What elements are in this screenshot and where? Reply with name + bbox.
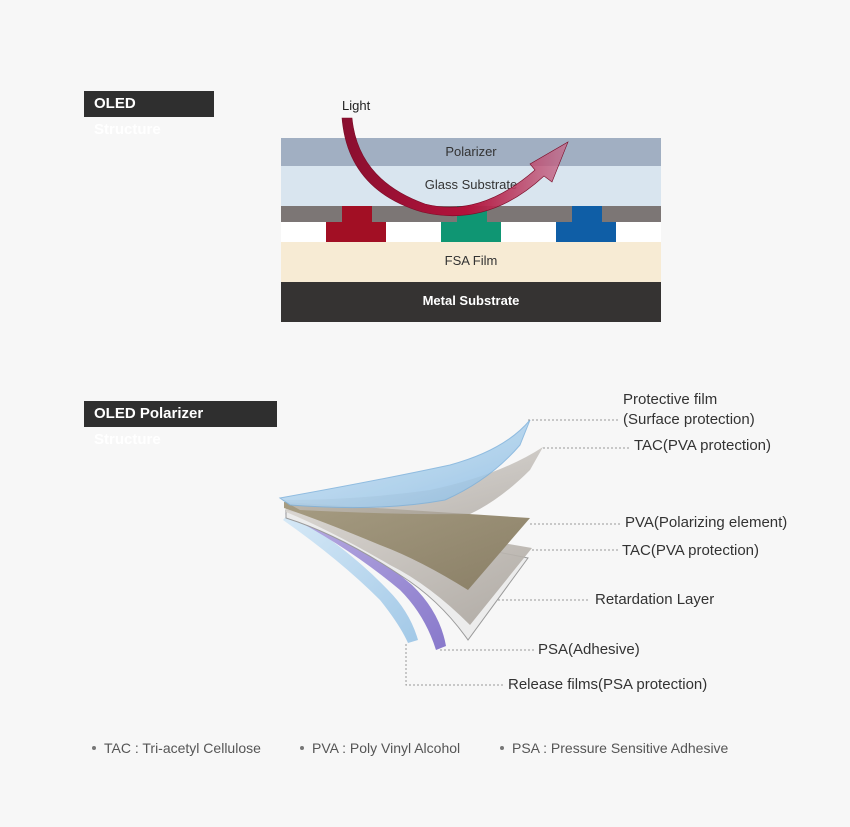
section-title-oled-polarizer-structure: OLED Polarizer Structure — [84, 401, 277, 448]
section-title-oled-structure: OLED Structure — [84, 91, 214, 138]
layer-fsa-film: FSA Film — [281, 242, 661, 282]
callout-tac-top: TAC(PVA protection) — [634, 437, 771, 454]
callout-pva: PVA(Polarizing element) — [625, 514, 788, 531]
callout-protective-film-line1: Protective film — [623, 391, 718, 408]
footnote-text: PSA : Pressure Sensitive Adhesive — [512, 740, 729, 756]
pixel-green — [441, 222, 501, 242]
layer-release-film — [283, 512, 418, 643]
footnote-text: TAC : Tri-acetyl Cellulose — [104, 740, 261, 756]
polarizer-structure-diagram — [278, 419, 630, 686]
footnote-tac: TAC : Tri-acetyl Cellulose — [92, 740, 261, 756]
pixel-blue — [556, 222, 616, 242]
callout-protective-film-line2: (Surface protection) — [623, 411, 755, 428]
layer-protective-film — [278, 419, 531, 509]
layer-tac-bottom — [286, 506, 532, 625]
pixel-red — [326, 222, 386, 242]
bullet-icon — [300, 746, 304, 751]
bullet-icon — [500, 746, 504, 751]
leader-release — [405, 644, 504, 686]
layer-metal-substrate: Metal Substrate — [281, 282, 661, 322]
pixel-blue-top — [572, 206, 602, 222]
footnote-text: PVA : Poly Vinyl Alcohol — [312, 740, 461, 756]
callout-retardation-layer: Retardation Layer — [595, 591, 715, 608]
footnote-pva: PVA : Poly Vinyl Alcohol — [300, 740, 460, 756]
light-arrow-icon — [341, 117, 569, 217]
callout-release-films: Release films(PSA protection) — [508, 676, 708, 693]
callout-protective-film: Protective film (Surface protection) — [623, 390, 755, 430]
layer-tac-top — [282, 447, 543, 515]
layer-pva — [284, 502, 530, 590]
layer-glass-substrate: Glass Substrate — [281, 166, 661, 206]
light-label: Light — [342, 98, 371, 113]
layer-polarizer: Polarizer — [281, 138, 661, 166]
pixel-red-top — [342, 206, 372, 222]
callout-psa: PSA(Adhesive) — [538, 641, 640, 658]
bullet-icon — [92, 746, 96, 751]
footnote-psa: PSA : Pressure Sensitive Adhesive — [500, 740, 728, 756]
callout-tac-bottom: TAC(PVA protection) — [622, 542, 759, 559]
